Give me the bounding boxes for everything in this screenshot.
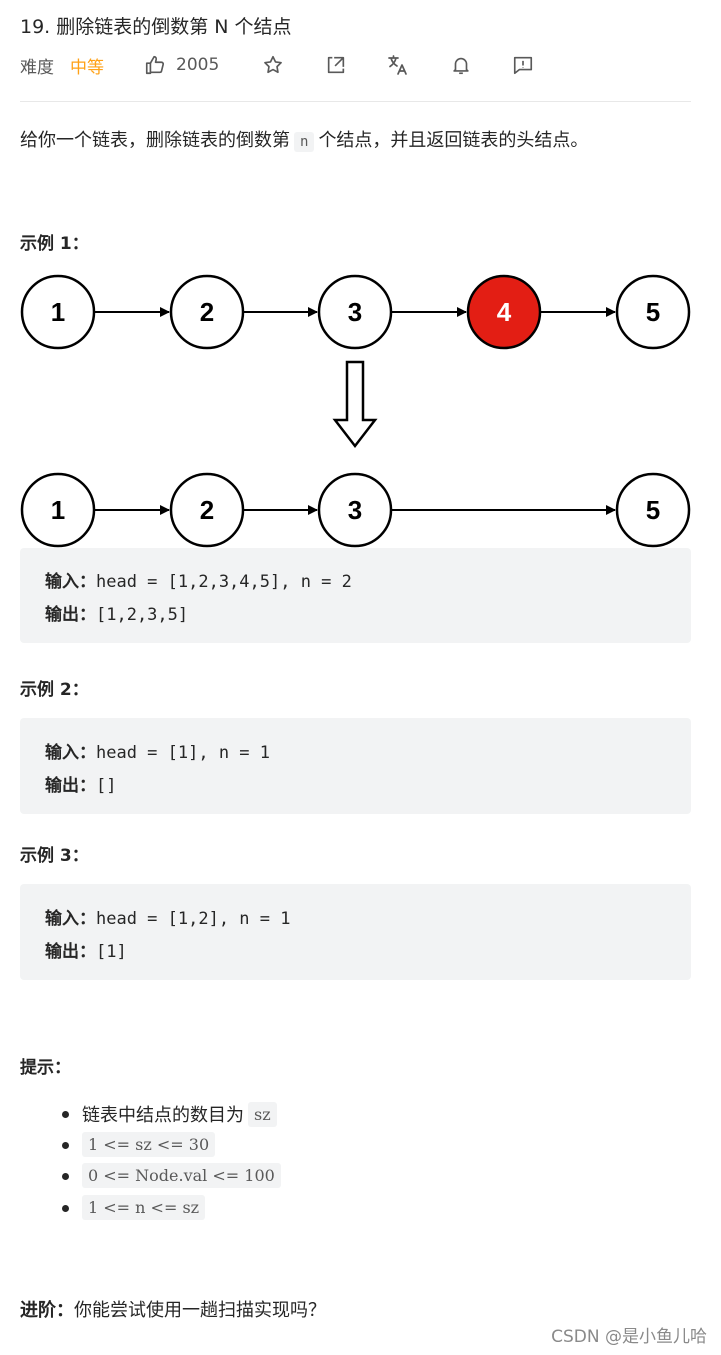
list-node	[615, 274, 691, 350]
node-value: 5	[646, 495, 660, 525]
bullet	[62, 1111, 69, 1118]
input-label: 输入：	[45, 909, 96, 929]
bullet	[62, 1142, 69, 1149]
difficulty-label: 难度	[20, 57, 54, 78]
example-1-title: 示例 1：	[20, 234, 89, 254]
bullet	[62, 1205, 69, 1212]
example-1-output: [1,2,3,5]	[96, 605, 189, 625]
node-value: 2	[200, 297, 214, 327]
node-value: 3	[348, 495, 362, 525]
problem-meta-bar: 难度 中等 2005	[20, 52, 691, 78]
example-1-code: 输入：head = [1,2,3,4,5], n = 2 输出：[1,2,3,5…	[20, 548, 691, 643]
list-node	[317, 472, 393, 548]
hint-code: 1 <= n <= sz	[82, 1195, 206, 1220]
example-2-title: 示例 2：	[20, 680, 89, 700]
difficulty-badge: 中等	[70, 57, 104, 78]
linked-list-diagram: 1 2 3 4 5 1 2 3 5	[20, 274, 691, 548]
example-2-code: 输入：head = [1], n = 1 输出：[]	[20, 718, 691, 814]
example-3-title: 示例 3：	[20, 846, 89, 866]
favorite-button[interactable]	[261, 53, 285, 77]
like-count: 2005	[176, 55, 220, 75]
advanced-note: 进阶：你能尝试使用一趟扫描实现吗？	[20, 1296, 326, 1322]
problem-title: 19. 删除链表的倒数第 N 个结点	[20, 16, 292, 38]
hint-item: 1 <= sz <= 30	[62, 1132, 216, 1157]
output-label: 输出：	[45, 942, 96, 962]
bell-icon	[453, 57, 469, 75]
translate-button[interactable]	[386, 53, 410, 77]
list-node	[169, 472, 245, 548]
hint-item: 1 <= n <= sz	[62, 1195, 206, 1220]
hint-item: 链表中结点的数目为 sz	[62, 1101, 277, 1127]
example-3-output: [1]	[96, 942, 127, 962]
node-value: 5	[646, 297, 660, 327]
input-label: 输入：	[45, 572, 96, 592]
node-value: 1	[51, 495, 65, 525]
output-label: 输出：	[45, 776, 96, 796]
removed-node	[466, 274, 542, 350]
translate-icon	[388, 55, 407, 75]
feedback-button[interactable]	[511, 53, 535, 77]
advanced-label: 进阶：	[20, 1300, 74, 1321]
thumb-up-icon	[145, 55, 165, 75]
example-1-input: head = [1,2,3,4,5], n = 2	[96, 572, 352, 592]
hint-code: 0 <= Node.val <= 100	[82, 1163, 281, 1188]
hint-item: 0 <= Node.val <= 100	[62, 1163, 281, 1188]
star-icon	[264, 55, 282, 74]
hint-text: 链表中结点的数目为	[82, 1105, 244, 1126]
transform-arrow	[332, 360, 378, 449]
like-button[interactable]: 2005	[144, 54, 219, 76]
feedback-icon	[513, 56, 533, 75]
hints-title: 提示：	[20, 1058, 71, 1078]
description-text-2: 个结点，并且返回链表的头结点。	[318, 130, 589, 151]
example-3-code: 输入：head = [1,2], n = 1 输出：[1]	[20, 884, 691, 980]
share-icon	[327, 56, 345, 74]
example-3-input: head = [1,2], n = 1	[96, 909, 291, 929]
bullet	[62, 1173, 69, 1180]
example-2-input: head = [1], n = 1	[96, 743, 270, 763]
description-code: n	[294, 132, 315, 152]
list-after: 1 2 3 5	[20, 472, 691, 548]
list-before: 1 2 3 4 5	[20, 274, 691, 350]
node-value: 4	[497, 297, 512, 327]
description-text-1: 给你一个链表，删除链表的倒数第	[20, 130, 290, 151]
list-node	[20, 472, 96, 548]
node-value: 1	[51, 297, 65, 327]
list-node	[317, 274, 393, 350]
advanced-text: 你能尝试使用一趟扫描实现吗？	[74, 1300, 326, 1321]
notification-button[interactable]	[449, 53, 473, 77]
list-node	[20, 274, 96, 350]
hint-code: sz	[248, 1101, 277, 1127]
watermark: CSDN @是小鱼儿哈	[551, 1327, 707, 1347]
list-node	[169, 274, 245, 350]
hint-code: 1 <= sz <= 30	[82, 1132, 216, 1157]
header-divider	[20, 101, 691, 102]
node-value: 3	[348, 297, 362, 327]
input-label: 输入：	[45, 743, 96, 763]
share-button[interactable]	[324, 53, 348, 77]
example-2-output: []	[96, 776, 117, 796]
list-node	[615, 472, 691, 548]
node-value: 2	[200, 495, 214, 525]
output-label: 输出：	[45, 605, 96, 625]
